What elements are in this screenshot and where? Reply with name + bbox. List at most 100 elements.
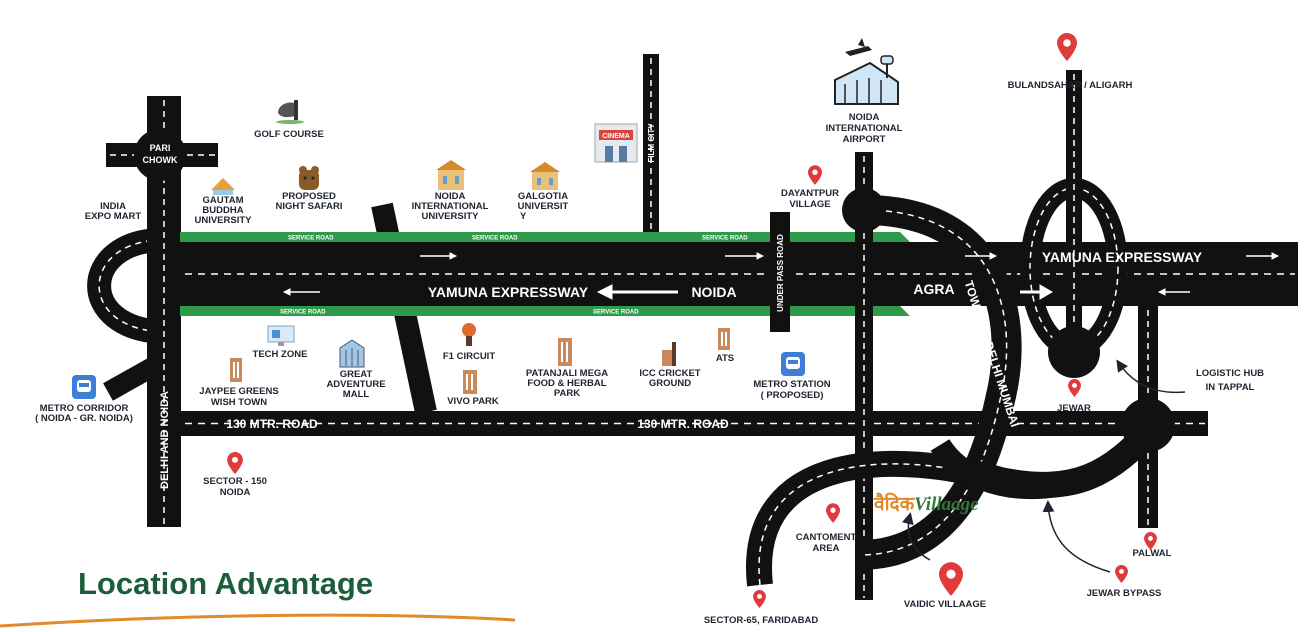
university-icon [211, 178, 235, 195]
metro-station-label: METRO STATION [753, 379, 830, 390]
palwal-label: PALWAL [1133, 548, 1172, 559]
metro-icon [72, 375, 96, 399]
vaidic-villaage-label: VAIDIC VILLAAGE [904, 599, 986, 610]
tech-zone-label: TECH ZONE [253, 349, 308, 360]
location-pin-icon [939, 562, 963, 596]
yamuna-expressway-east-label: YAMUNA EXPRESSWAY [1042, 249, 1203, 265]
great-adventure-mall-label: GREAT [340, 369, 373, 380]
metro-corridor-label: ( NOIDA - GR. NOIDA) [35, 413, 133, 424]
jewar-connector-arc [930, 419, 1160, 500]
patanjali-label: PATANJALI MEGA [526, 368, 608, 379]
cantonment-area-label: CANTOMENT [796, 532, 857, 543]
mall-icon [339, 339, 365, 368]
brand-english: Villaage [914, 494, 979, 515]
noida-international-university-label: NOIDA [435, 191, 466, 202]
sector-150-label: SECTOR - 150 [203, 476, 267, 487]
jaypee-greens-label: WISH TOWN [211, 397, 267, 408]
bulandsahar-aligarh-label: BULANDSAHAR / ALIGARH [1008, 80, 1133, 91]
night-safari-label: PROPOSED [282, 191, 336, 202]
location-pin-icon [753, 590, 766, 608]
title-underline [0, 613, 516, 628]
location-pin-icon [1115, 565, 1128, 583]
patanjali-label: PARK [554, 388, 580, 399]
location-pin-icon [826, 503, 840, 523]
location-pin-icon [808, 165, 822, 185]
film-city-label: FILM CITY [647, 123, 656, 163]
direction-arrows [282, 252, 1280, 300]
gautam-buddha-university-label: GAUTAM [203, 195, 244, 206]
pointer-arrows [902, 359, 1186, 573]
jewar-label: JEWAR [1057, 403, 1091, 414]
location-pin-icon [1057, 33, 1077, 61]
sector-150-label: NOIDA [220, 487, 251, 498]
jewar-junction [1048, 326, 1100, 378]
night-safari-label: NIGHT SAFARI [275, 201, 342, 212]
bulandsahar-loop [1020, 70, 1128, 358]
university-icon [530, 162, 560, 190]
airport-label: NOIDA [849, 112, 880, 123]
sector-65-faridabad-label: SECTOR-65, FARIDABAD [704, 615, 819, 626]
service-road-label: SERVICE ROAD [280, 310, 326, 316]
mtr-130-east-label: 130 MTR. ROAD [637, 417, 729, 431]
130-mtr-road [180, 411, 1208, 436]
mtr-130-west-label: 130 MTR. ROAD [226, 417, 318, 431]
brand-hindi: वैदिक [874, 494, 915, 515]
page-title: Location Advantage [78, 566, 374, 601]
metro-icon [781, 352, 805, 376]
india-expo-loop [87, 228, 166, 344]
service-road-label: SERVICE ROAD [702, 236, 748, 242]
gautam-buddha-university-label: UNIVERSITY [194, 215, 252, 226]
golf-course-icon [276, 100, 304, 124]
building-icon [718, 328, 730, 350]
tech-zone-icon [267, 325, 295, 346]
great-adventure-mall-label: ADVENTURE [326, 379, 385, 390]
building-icon [463, 370, 477, 394]
delhi-mumbai-expressway [859, 195, 1022, 570]
great-adventure-mall-label: MALL [343, 389, 370, 400]
gautam-buddha-university-label: BUDDHA [202, 205, 243, 216]
service-roads [180, 232, 910, 316]
f1-circuit-icon [462, 323, 476, 346]
galgotia-university-label: GALGOTIA [518, 191, 568, 202]
building-icon [230, 358, 242, 382]
noida-label: NOIDA [691, 284, 736, 300]
service-road-label: SERVICE ROAD [288, 236, 334, 242]
golf-course-label: GOLF COURSE [254, 129, 324, 140]
metro-corridor-label: METRO CORRIDOR [40, 403, 129, 414]
service-road-label: SERVICE ROAD [472, 236, 518, 242]
vivo-park-label: VIVO PARK [447, 396, 499, 407]
location-pin-icon [227, 452, 243, 474]
tappal-junction [1121, 398, 1175, 452]
dayantpur-village-label: DAYANTPUR [781, 188, 839, 199]
india-expo-mart-label: INDIA [100, 201, 126, 212]
icc-cricket-ground-label: GROUND [649, 378, 691, 389]
jewar-bypass-label: JEWAR BYPASS [1087, 588, 1162, 599]
icc-cricket-ground-label: ICC CRICKET [639, 368, 700, 379]
cantonment-area-label: AREA [813, 543, 840, 554]
airport-icon [834, 38, 899, 105]
pari-chowk-label: CHOWK [143, 155, 178, 165]
logistic-hub-label: IN TAPPAL [1206, 382, 1255, 393]
dayantpur-village-label: VILLAGE [789, 199, 830, 210]
airport-label: INTERNATIONAL [826, 123, 903, 134]
patanjali-label: FOOD & HERBAL [527, 378, 606, 389]
airport-label: AIRPORT [843, 134, 886, 145]
pari-chowk-label: PARI [150, 143, 171, 153]
ats-label: ATS [716, 353, 734, 364]
service-road-label: SERVICE ROAD [593, 310, 639, 316]
road-network [87, 54, 1298, 600]
yamuna-expressway-west-label: YAMUNA EXPRESSWAY [428, 284, 589, 300]
noida-international-university-label: UNIVERSITY [421, 211, 479, 222]
cinema-sign-text: CINEMA [602, 133, 630, 140]
galgotia-university-label: UNIVERSIT [518, 201, 569, 212]
delhi-and-noida-label: DELHI AND NOIDA [159, 391, 171, 489]
vaidic-villaage-logo: वैदिकVillaage [874, 490, 979, 516]
location-pin-icon [1068, 379, 1081, 397]
f1-circuit-label: F1 CIRCUIT [443, 351, 495, 362]
under-pass-road [770, 212, 790, 332]
india-expo-mart-label: EXPO MART [85, 211, 142, 222]
jaypee-greens-label: JAYPEE GREENS [199, 386, 278, 397]
logistic-hub-label: LOGISTIC HUB [1196, 368, 1264, 379]
under-pass-road-label: UNDER PASS ROAD [776, 234, 785, 312]
